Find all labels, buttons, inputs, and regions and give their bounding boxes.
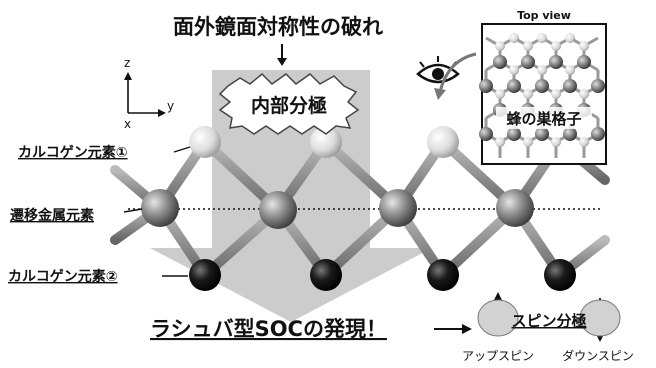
axes-indicator [127, 78, 160, 114]
chalcogen-bottom-atom [310, 259, 342, 291]
label-transition-metal: 遷移金属元素 [10, 207, 94, 224]
chalcogen-top-atom [189, 126, 221, 158]
down-spin-label: ダウンスピン [562, 348, 634, 363]
axis-z-label: z [124, 56, 130, 70]
chalcogen-top-atom [310, 126, 342, 158]
result-text: ラシュバ型SOCの発現！ [150, 317, 387, 341]
leader-transition-metal [123, 208, 143, 213]
axis-y-label: y [167, 99, 174, 113]
title-text: 面外鏡面対称性の破れ [173, 15, 383, 39]
result-arrow-head [462, 324, 472, 334]
view-curved-arrowhead [434, 88, 446, 100]
atoms-metal [141, 189, 534, 229]
label-chalcogen-bottom: カルコゲン元素② [8, 268, 118, 285]
metal-atom [259, 191, 297, 229]
polarization-label: 内部分極 [251, 94, 327, 117]
axis-x-label: x [124, 117, 131, 131]
leader-chalcogen-top [173, 146, 191, 153]
top-view-label-bg [496, 107, 592, 129]
down-spin-ellipse [579, 299, 621, 337]
honeycomb-lattice [479, 33, 605, 158]
spin-polarization-label: スピン分極 [511, 312, 586, 330]
label-chalcogen-top: カルコゲン元素① [18, 144, 128, 161]
z-axis-arrowhead [124, 72, 132, 80]
atoms-bottom [189, 259, 576, 291]
eye-icon [416, 56, 460, 84]
title-down-arrow-head [277, 58, 287, 66]
metal-atom [496, 189, 534, 227]
top-view-title: Top view [517, 9, 571, 22]
up-spin-arrowhead [494, 292, 502, 300]
top-view-label: 蜂の巣格子 [506, 110, 581, 128]
chalcogen-bottom-atom [544, 259, 576, 291]
up-spin-ellipse [477, 299, 519, 337]
chalcogen-bottom-atom [427, 259, 459, 291]
metal-atom [141, 189, 179, 227]
up-spin-label: アップスピン [462, 349, 534, 363]
metal-atom [379, 189, 417, 227]
chalcogen-top-atom [427, 126, 459, 158]
chalcogen-bottom-atom [189, 259, 221, 291]
polarization-burst [218, 72, 360, 135]
y-axis-arrowhead [158, 109, 166, 117]
view-curved-arrow [438, 52, 477, 93]
